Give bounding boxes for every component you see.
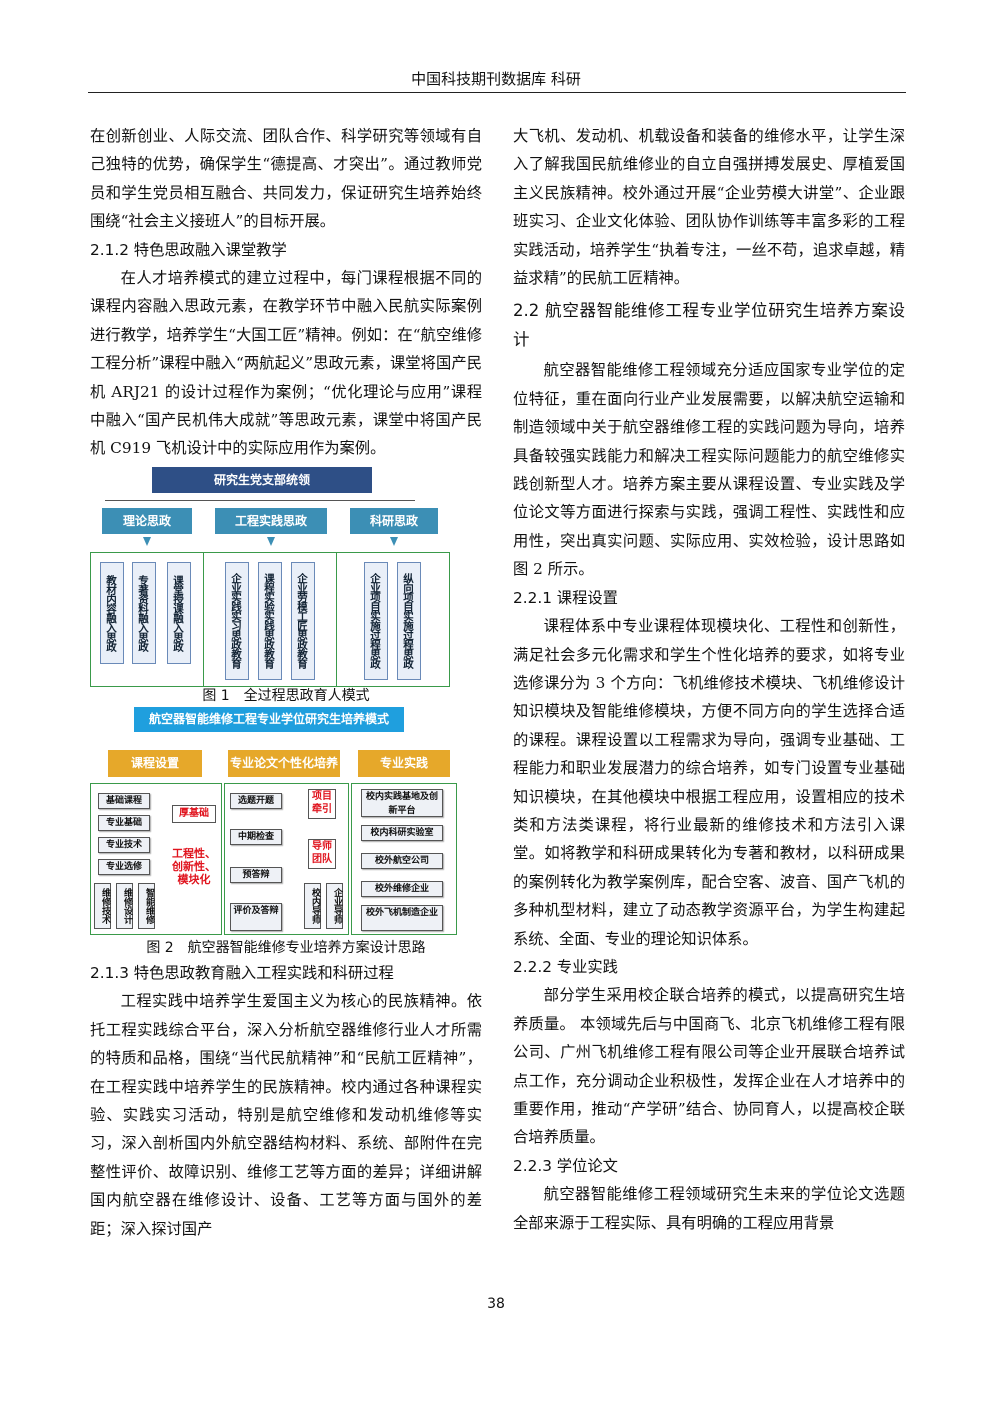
highlight-box: 厚基础: [172, 804, 216, 823]
fig1-cat: 理论思政: [102, 507, 192, 534]
figure-1: 研究生党支部统领 理论思政 工程实践思政 科研思政 教材内容融入思政 专著资料融…: [90, 466, 482, 707]
mentor-sub: 校内导师: [304, 882, 321, 929]
thesis-box: 评价及答辩: [230, 902, 282, 931]
figure-caption: 图 2 航空器智能维修专业培养方案设计思路: [146, 939, 426, 956]
page-number: 38: [487, 1296, 505, 1312]
thesis-box: 选题开题: [230, 792, 282, 809]
paragraph: 部分学生采用校企联合培养的模式，以提高研究生培养质量。 本领域先后与中国商飞、北…: [513, 986, 905, 1147]
course-box: 专业技术: [98, 836, 150, 853]
right-column: 大飞机、发动机、机载设备和装备的维修水平，让学生深入了解我国民航维修业的自立自强…: [513, 122, 905, 1237]
course-sub: 维修设计: [116, 882, 133, 929]
section-heading: 2.2.3 学位论文: [513, 1156, 618, 1175]
fig1-item: 企业实践实习思政教育: [225, 561, 249, 680]
fig2-course-frame: [90, 782, 222, 935]
section-heading: 2.1.2 特色思政融入课堂教学: [90, 240, 287, 259]
fig1-item: 教材内容融入思政: [100, 561, 124, 664]
highlight-text: 工程性、创新性、模块化: [172, 846, 216, 886]
practice-box: 校外维修企业: [361, 880, 443, 897]
fig1-item: 课程实验实践思政教育: [258, 561, 282, 680]
course-sub: 维修技术: [94, 882, 111, 929]
course-box: 专业基础: [98, 814, 150, 831]
figure-2: 航空器智能维修工程专业学位研究生培养模式 课程设置 专业论文个性化培养 专业实践…: [90, 706, 482, 959]
course-box: 专业选修: [98, 858, 150, 875]
paragraph: 大飞机、发动机、机载设备和装备的维修水平，让学生深入了解我国民航维修业的自立自强…: [513, 127, 905, 288]
practice-box: 校内实践基地及创新平台: [361, 788, 443, 817]
fig1-item: 企业项目实施过程思政: [364, 561, 388, 680]
course-box: 基础课程: [98, 792, 150, 809]
thesis-box: 预答辩: [230, 866, 282, 883]
fig1-item: 企业劳模工匠思政教育: [291, 561, 315, 680]
section-heading: 2.1.3 特色思政教育融入工程实践和科研过程: [90, 963, 394, 982]
mentor-sub: 企业导师: [326, 882, 343, 929]
paragraph: 课程体系中专业课程体现模块化、工程性和创新性，满足社会多元化需求和学生个性化培养…: [513, 617, 905, 948]
section-heading: 2.2 航空器智能维修工程专业学位研究生培养方案设计: [513, 301, 905, 350]
fig2-cat: 专业实践: [358, 749, 450, 777]
mentor-box: 导师团队: [308, 838, 336, 869]
paragraph: 航空器智能维修工程领域研究生未来的学位论文选题全部来源于工程实际、具有明确的工程…: [513, 1185, 905, 1232]
course-sub: 智能维修: [138, 882, 155, 929]
divider: [203, 551, 204, 687]
fig1-item: 课堂授课融入思政: [167, 561, 191, 664]
fig1-cat: 科研思政: [350, 507, 438, 534]
practice-box: 校外航空公司: [361, 852, 443, 869]
fig2-cat: 专业论文个性化培养: [228, 749, 340, 777]
fig2-cat: 课程设置: [108, 749, 202, 777]
fig2-top-box: 航空器智能维修工程专业学位研究生培养模式: [134, 706, 404, 732]
arrow-icon: [267, 536, 275, 546]
paragraph: 航空器智能维修工程领域充分适应国家专业学位的定位特征，重在面向行业产业发展需要，…: [513, 361, 905, 579]
practice-box: 校内科研实验室: [361, 824, 443, 841]
paragraph: 在人才培养模式的建立过程中，每门课程根据不同的课程内容融入思政元素，在教学环节中…: [90, 269, 482, 458]
journal-header: 中国科技期刊数据库 科研: [411, 70, 581, 88]
arrow-icon: [390, 536, 398, 546]
figure-caption: 图 1 全过程思政育人模式: [202, 687, 370, 704]
section-heading: 2.2.2 专业实践: [513, 957, 618, 976]
left-column: 在创新创业、人际交流、团队合作、科学研究等领域有自己独特的优势，确保学生“德提高…: [90, 122, 482, 1243]
header-rule: [88, 92, 906, 93]
fig1-frame: [90, 551, 450, 687]
section-heading: 2.2.1 课程设置: [513, 588, 618, 607]
fig1-item: 专著资料融入思政: [132, 561, 156, 664]
fig1-top-box: 研究生党支部统领: [152, 466, 372, 493]
thesis-box: 中期检查: [230, 828, 282, 845]
fig2-practice-frame: [351, 782, 457, 935]
fig1-item: 纵向项目实施过程思政: [397, 561, 421, 680]
paragraph: 在创新创业、人际交流、团队合作、科学研究等领域有自己独特的优势，确保学生“德提高…: [90, 127, 482, 231]
fig1-connector: [105, 499, 415, 501]
fig1-cat: 工程实践思政: [215, 507, 327, 534]
arrow-icon: [143, 536, 151, 546]
fig2-thesis-frame: [224, 782, 349, 935]
practice-box: 校外飞机制造企业: [361, 904, 443, 931]
divider: [336, 551, 337, 687]
paragraph: 工程实践中培养学生爱国主义为核心的民族精神。依托工程实践综合平台，深入分析航空器…: [90, 992, 482, 1238]
project-box: 项目牵引: [308, 788, 336, 819]
